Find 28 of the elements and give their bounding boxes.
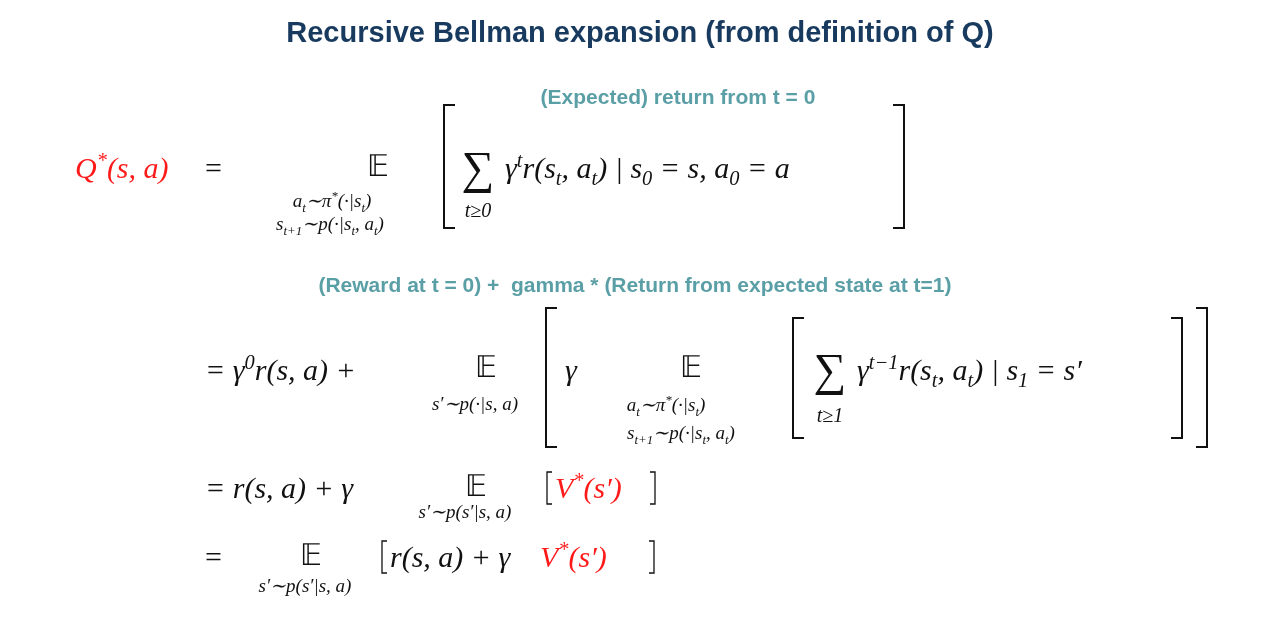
annotation-text: (Reward at t = 0) + gamma * (Return from expected state at t=1) (318, 273, 952, 297)
math-expression: γ$^{t}$r(s$_{t}$, a$_{t}$) | s$_{0}$ = s, a$_{0}$ = a (505, 151, 790, 185)
math-expression: = (205, 151, 222, 185)
math-subscript: s′∼p(s′|s, a) (258, 573, 352, 597)
expectation-symbol: 𝔼 (367, 149, 389, 183)
math-subscript: s$_{t+1}$∼p(·|s$_{t}$, a$_{t}$) (276, 212, 384, 235)
math-expression: V$^{*}$(s′) (540, 540, 607, 574)
math-expression: V$^{*}$(s′) (555, 471, 622, 505)
math-subscript: t≥0 (464, 198, 492, 222)
slide-title: Recursive Bellman expansion (from definition of Q) (286, 16, 994, 49)
math-expression: r(s, a) + γ (390, 540, 511, 574)
expectation-symbol: 𝔼 (300, 538, 322, 572)
math-subscript: s$_{t+1}$∼p(·|s$_{t}$, a$_{t}$) (627, 420, 735, 444)
summation-symbol: ∑ (813, 345, 847, 395)
math-expression: Q$^{*}$(s, a) (75, 151, 169, 185)
math-expression: = (205, 540, 222, 574)
math-subscript: s′∼p(·|s, a) (431, 391, 519, 415)
math-expression: γ (565, 353, 577, 387)
math-subscript: a$_{t}$∼π$^{*}$(·|s$_{t}$) (626, 392, 706, 416)
math-subscript: a$_{t}$∼π$^{*}$(·|s$_{t}$) (292, 188, 372, 212)
math-expression: = r(s, a) + γ (205, 471, 354, 505)
math-expression: γ$^{t−1}$r(s$_{t}$, a$_{t}$) | s$_{1}$ = s′ (857, 353, 1082, 387)
math-expression: = γ$^{0}$r(s, a) + (205, 353, 356, 387)
expectation-symbol: 𝔼 (680, 350, 702, 384)
expectation-symbol: 𝔼 (475, 350, 497, 384)
math-subscript: t≥1 (816, 403, 844, 427)
annotation-text: (Expected) return from t = 0 (540, 85, 816, 109)
summation-symbol: ∑ (461, 143, 495, 193)
